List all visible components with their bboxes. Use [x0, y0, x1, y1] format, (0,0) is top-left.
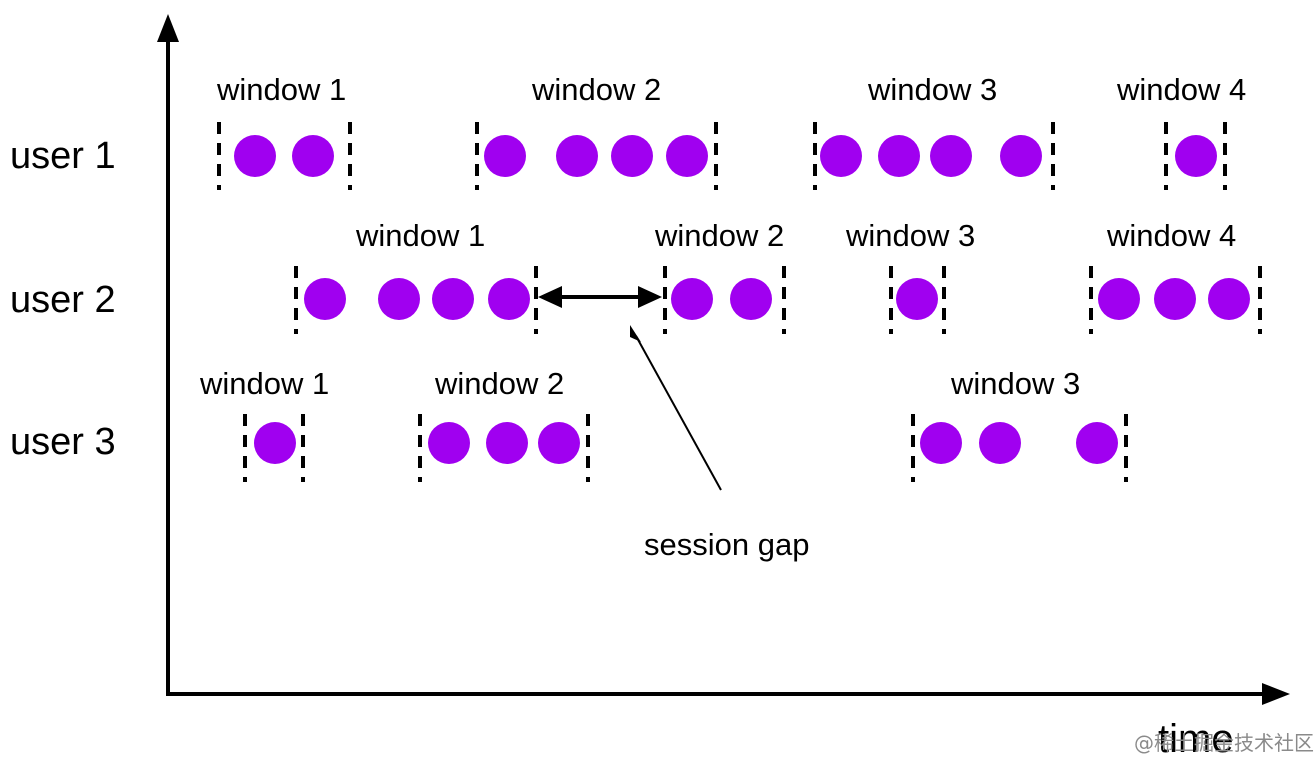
event-u1-w2-3 [611, 135, 653, 177]
window-labels: window 1 window 2 window 3 window 4 wind… [199, 72, 1246, 401]
event-u3-w3-1 [920, 422, 962, 464]
window-label-u1-w1: window 1 [216, 72, 346, 107]
event-u1-w2-4 [666, 135, 708, 177]
event-u2-w3-1 [896, 278, 938, 320]
event-u1-w2-1 [484, 135, 526, 177]
y-axis-arrowhead-icon [157, 14, 179, 42]
x-axis-label: time [1158, 717, 1234, 761]
event-u3-w2-2 [486, 422, 528, 464]
event-u2-w4-3 [1208, 278, 1250, 320]
session-gap-annotation: session gap [538, 286, 809, 562]
event-u1-w4-1 [1175, 135, 1217, 177]
session-gap-pointer-line [635, 335, 722, 491]
event-u2-w1-4 [488, 278, 530, 320]
window-label-u2-w3: window 3 [845, 218, 975, 253]
window-label-u1-w2: window 2 [531, 72, 661, 107]
watermark-text: @稀土掘金技术社区 [1134, 731, 1314, 755]
session-gap-label: session gap [644, 527, 809, 562]
session-gap-right-arrowhead-icon [638, 286, 662, 308]
event-u2-w2-1 [671, 278, 713, 320]
event-u1-w3-3 [930, 135, 972, 177]
axes: time [157, 14, 1290, 761]
event-u3-w3-3 [1076, 422, 1118, 464]
window-boundaries [217, 122, 1262, 482]
session-gap-pointer-arrowhead-icon [630, 325, 641, 342]
event-u3-w2-3 [538, 422, 580, 464]
event-u2-w4-2 [1154, 278, 1196, 320]
window-label-u1-w4: window 4 [1116, 72, 1246, 107]
window-label-u1-w3: window 3 [867, 72, 997, 107]
window-label-u2-w4: window 4 [1106, 218, 1236, 253]
window-label-u2-w1: window 1 [355, 218, 485, 253]
event-u1-w1-2 [292, 135, 334, 177]
event-u3-w3-2 [979, 422, 1021, 464]
event-u3-w1-1 [254, 422, 296, 464]
event-u1-w3-2 [878, 135, 920, 177]
window-label-u3-w3: window 3 [950, 366, 1080, 401]
window-label-u2-w2: window 2 [654, 218, 784, 253]
event-u1-w2-2 [556, 135, 598, 177]
window-label-u3-w1: window 1 [199, 366, 329, 401]
user-label-1: user 1 [10, 135, 116, 177]
user-label-3: user 3 [10, 421, 116, 463]
event-u2-w2-2 [730, 278, 772, 320]
session-gap-left-arrowhead-icon [538, 286, 562, 308]
event-u3-w2-1 [428, 422, 470, 464]
event-u2-w1-2 [378, 278, 420, 320]
window-label-u3-w2: window 2 [434, 366, 564, 401]
user-label-2: user 2 [10, 279, 116, 321]
event-u1-w1-1 [234, 135, 276, 177]
event-u2-w1-1 [304, 278, 346, 320]
event-u2-w4-1 [1098, 278, 1140, 320]
event-u1-w3-4 [1000, 135, 1042, 177]
events [234, 135, 1250, 464]
event-u2-w1-3 [432, 278, 474, 320]
x-axis-arrowhead-icon [1262, 683, 1290, 705]
event-u1-w3-1 [820, 135, 862, 177]
user-labels: user 1 user 2 user 3 [10, 135, 116, 463]
